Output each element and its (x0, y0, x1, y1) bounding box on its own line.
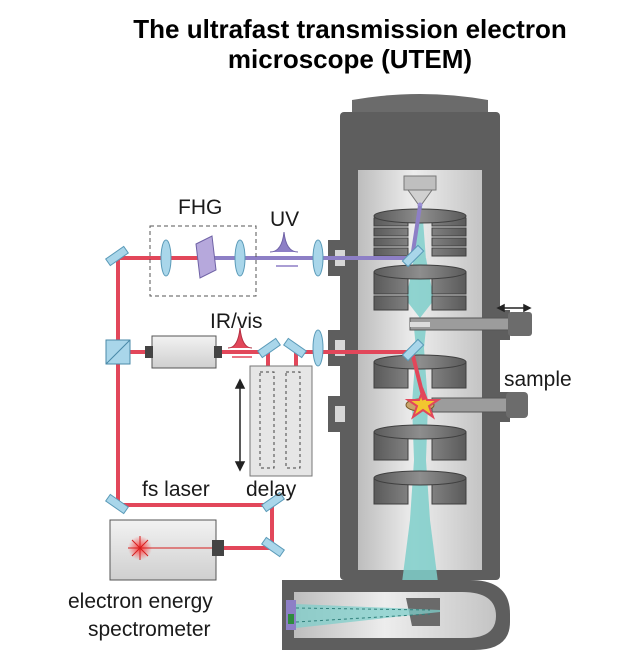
label-ir-vis: IR/vis (210, 310, 263, 333)
aperture-holder[interactable] (409, 312, 532, 336)
beam-splitter-icon (105, 339, 131, 365)
mirror-icon (104, 244, 425, 558)
double-arrow-icon (496, 303, 532, 313)
opa-module (145, 335, 222, 369)
delay-arrow-icon (234, 378, 246, 472)
fs-laser-box (109, 519, 224, 581)
label-uv: UV (270, 208, 299, 231)
label-delay: delay (246, 478, 297, 501)
magnetic-lens-stack (373, 208, 467, 505)
label-sample: sample (504, 368, 572, 391)
electron-energy-spectrometer (282, 580, 510, 650)
label-spectrometer-line-2: spectrometer (88, 618, 211, 641)
fhg-module (149, 225, 257, 297)
optics-lenses (160, 239, 324, 367)
sample-holder[interactable] (405, 392, 528, 418)
diagram-title-line-1: The ultrafast transmission electron (133, 14, 567, 44)
label-fs-laser: fs laser (142, 478, 210, 501)
delay-stage[interactable] (249, 365, 313, 477)
ir-pulse-icon (227, 327, 253, 349)
electron-source-icon (403, 175, 437, 208)
label-spectrometer-line-1: electron energy (68, 590, 213, 613)
diagram-title-line-2: microscope (UTEM) (227, 44, 473, 74)
nonlinear-crystal-icon (195, 235, 217, 279)
uv-pulse-icon (269, 231, 299, 253)
label-fhg: FHG (178, 196, 222, 219)
sample-star-icon (404, 387, 442, 420)
